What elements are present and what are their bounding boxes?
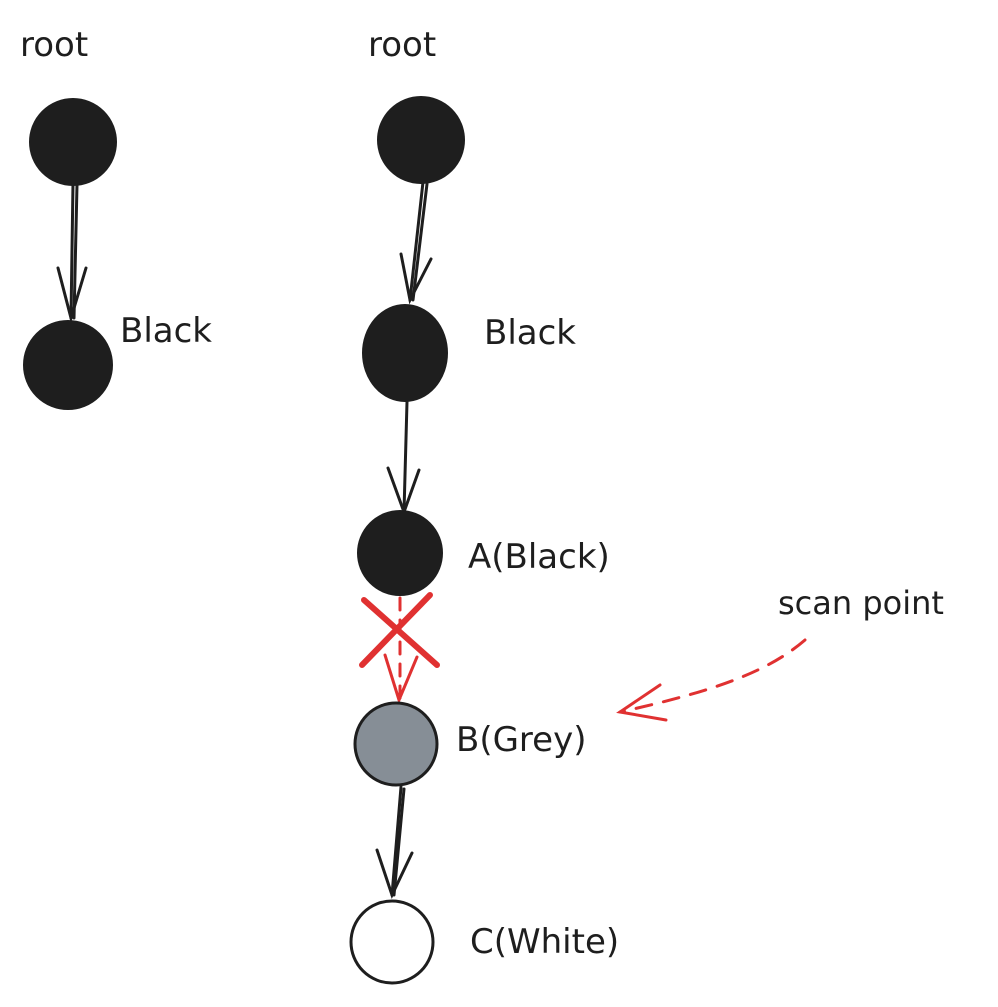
right-root-node: [377, 96, 465, 184]
node-b-label: B(Grey): [456, 720, 586, 760]
right-black-node: [362, 304, 448, 402]
node-c-label: C(White): [470, 922, 619, 962]
left-root-label: root: [20, 25, 88, 65]
right-edge-root-to-black: [399, 180, 433, 305]
left-tree: root Black: [20, 25, 212, 410]
scan-point-annotation: scan point: [616, 584, 944, 722]
right-black-label: Black: [484, 313, 576, 353]
left-root-node: [29, 98, 117, 186]
right-root-label: root: [368, 25, 436, 65]
scan-point-label: scan point: [778, 584, 944, 622]
scan-point-pointer-arrow: [616, 638, 807, 722]
left-edge-root-to-black: [56, 181, 88, 324]
node-b: [353, 701, 439, 787]
right-edge-black-to-a: [386, 400, 421, 517]
node-a-label: A(Black): [468, 537, 610, 577]
left-black-label: Black: [120, 311, 212, 351]
deleted-edge-a-to-b: [383, 596, 419, 705]
node-a: [357, 510, 443, 596]
node-c: [349, 899, 435, 985]
left-black-node: [23, 320, 113, 410]
deletion-cross-icon: [359, 592, 440, 668]
right-tree: root Black A(Black) B(Grey): [349, 25, 619, 985]
right-edge-b-to-c: [375, 785, 414, 900]
